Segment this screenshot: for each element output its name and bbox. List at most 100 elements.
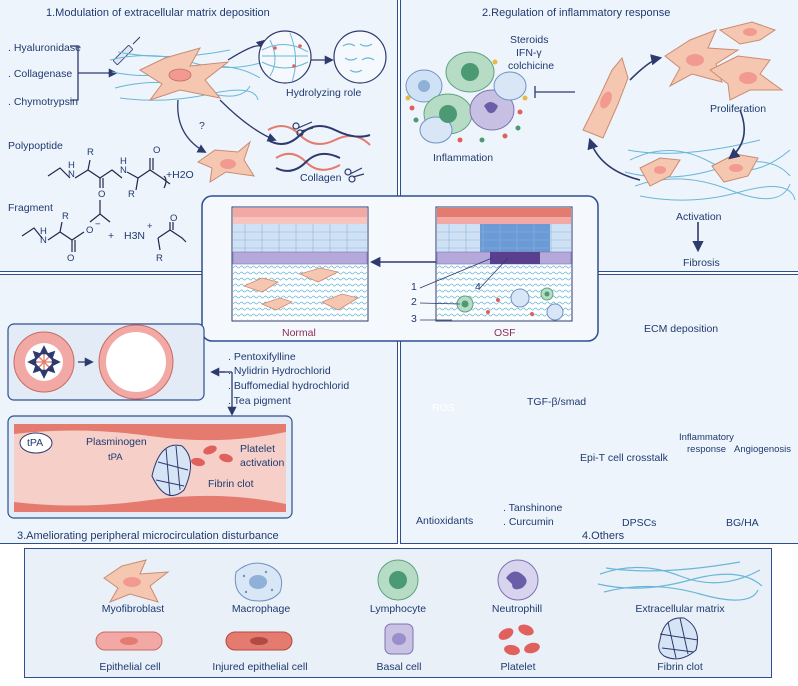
fibrin-clot-p3: [151, 444, 191, 497]
chem-r4: R: [156, 253, 163, 264]
osf-num-1: 1: [411, 281, 417, 293]
legend-myofibroblast-icon: [103, 559, 170, 603]
legend-label-epithelial: Epithelial cell: [99, 661, 161, 673]
plasminogen-label: Plasminogen: [86, 436, 147, 448]
legend-label-injured-epithelial: Injured epithelial cell: [212, 661, 308, 673]
polypeptide-structure: [47, 158, 171, 191]
drug-colchicine: colchicine: [508, 60, 555, 72]
platelet-activation-label-1: Platelet: [240, 443, 276, 455]
fibrosis-label: Fibrosis: [683, 257, 720, 269]
legend-label-basal: Basal cell: [376, 661, 422, 673]
chem-r2: R: [128, 189, 135, 200]
chem-o1: O: [98, 189, 106, 200]
drug-buffomedial: . Buffomedial hydrochlorid: [228, 380, 350, 392]
bg-ha-label: BG/HA: [726, 517, 759, 529]
chem-frag-o-minus: O: [86, 225, 94, 236]
chem-o2: O: [153, 145, 161, 156]
inflammatory-response-label-2: response: [687, 444, 727, 455]
platelet-activation-label-2: activation: [240, 457, 285, 469]
panel1-arrows: [70, 39, 334, 153]
myofibroblast-small-p1: [196, 140, 255, 183]
normal-label: Normal: [282, 327, 316, 339]
angiogenesis-label: Angiogenosis: [734, 444, 792, 455]
blood-vessel-wall: [14, 424, 286, 512]
hydrolysis-circle-before: [258, 30, 312, 84]
legend-label-neutrophil: Neutrophill: [491, 603, 543, 615]
legend-label-myofibroblast: Myofibroblast: [101, 603, 165, 615]
chem-frag-minus: −: [95, 219, 101, 230]
collagen-label: Collagen: [300, 172, 342, 184]
dpscs-label: DPSCs: [622, 517, 657, 529]
hydrolyzing-label: Hydrolyzing role: [286, 87, 362, 99]
normal-tissue-section: [231, 206, 369, 322]
inhibition-bar-p2: [534, 86, 575, 98]
legend-basal-icon: [384, 623, 414, 655]
panel1-title: 1.Modulation of extracellular matrix dep…: [46, 7, 270, 19]
legend-lymphocyte-icon: [377, 559, 419, 601]
legend-epithelial-icon: [95, 631, 163, 651]
inflammation-cell-cluster: [405, 51, 528, 144]
drug-tanshinone: . Tanshinone: [503, 502, 563, 514]
chem-frag-n: N: [40, 235, 47, 246]
chem-n2: N: [120, 165, 127, 176]
panel3-title: 3.Ameliorating peripheral microcirculati…: [17, 530, 279, 542]
panel3-arrows: [210, 367, 237, 416]
proliferation-label: Proliferation: [710, 103, 767, 115]
activation-label: Activation: [676, 211, 722, 223]
myofibroblast-p2-left: [582, 56, 629, 139]
chem-frag-o: O: [67, 253, 75, 264]
hydrolysis-circle-after: [333, 30, 387, 84]
drug-pentoxifylline: . Pentoxifylline: [228, 351, 296, 363]
chem-frag-h3n: H3N: [124, 230, 146, 242]
tpa-bound-label: tPA: [108, 452, 123, 463]
drug-curcumin: . Curcumin: [503, 516, 554, 528]
drug-steroids: Steroids: [510, 34, 549, 46]
panel2-title: 2.Regulation of inflammatory response: [482, 7, 671, 19]
chem-frag-plus-sup: +: [147, 221, 153, 232]
chem-frag-h: H: [40, 226, 47, 237]
ecm-deposition-label: ECM deposition: [644, 323, 719, 335]
osf-inflammatory-cells: [456, 287, 564, 321]
osf-label: OSF: [494, 327, 516, 339]
enzyme-hyaluronidase: . Hyaluronidase: [8, 42, 81, 54]
fragment-label: Fragment: [8, 202, 53, 214]
myofibroblast-p1: [138, 47, 230, 101]
legend-fibrin-clot-icon: [658, 617, 699, 660]
osf-num-4: 4: [475, 281, 481, 293]
fibrin-clot-label: Fibrin clot: [208, 478, 254, 490]
inflammatory-response-label-1: Inflammatory: [679, 432, 734, 443]
legend-label-lymphocyte: Lymphocyte: [369, 603, 427, 615]
legend-macrophage-icon: [234, 562, 283, 602]
chem-r1: R: [87, 147, 94, 158]
legend-ecm-icon: [597, 561, 763, 601]
chem-plus-h2o: +H2O: [166, 169, 194, 181]
question-mark: ?: [199, 120, 205, 132]
chem-frag-plus: +: [108, 230, 115, 242]
antioxidants-label: Antioxidants: [416, 515, 474, 527]
collagen-helix: [267, 125, 371, 172]
vessel-dilated: [98, 324, 174, 400]
tpa-label: tPA: [27, 437, 44, 449]
panel2-arrows: [587, 54, 746, 253]
drug-tea-pigment: . Tea pigment: [228, 395, 291, 407]
drug-nylidrin: . Nylidrin Hydrochlorid: [228, 365, 331, 377]
chem-r3: R: [62, 211, 69, 222]
legend-neutrophil-icon: [497, 559, 539, 601]
polypeptide-label: Polypoptide: [8, 140, 63, 152]
legend-label-ecm: Extracellular matrix: [635, 603, 725, 615]
osf-num-3: 3: [411, 313, 417, 325]
enzyme-collagenase: . Collagenase: [8, 68, 73, 80]
osf-tissue-section: [435, 206, 573, 322]
platelets-p3: [191, 445, 233, 467]
vessel-narrow: [13, 331, 75, 393]
chem-frag-o3: O: [170, 213, 178, 224]
tpa-bubble: [19, 432, 53, 454]
epit-crosstalk-label: Epi-T cell crosstalk: [580, 452, 668, 464]
panel4-title: 4.Others: [582, 530, 625, 542]
enzyme-chymotrypsin: . Chymotrypsin: [8, 96, 79, 108]
chem-h2: H: [120, 156, 127, 167]
scissors-icon: [292, 121, 365, 183]
legend-label-macrophage: Macrophage: [231, 603, 291, 615]
